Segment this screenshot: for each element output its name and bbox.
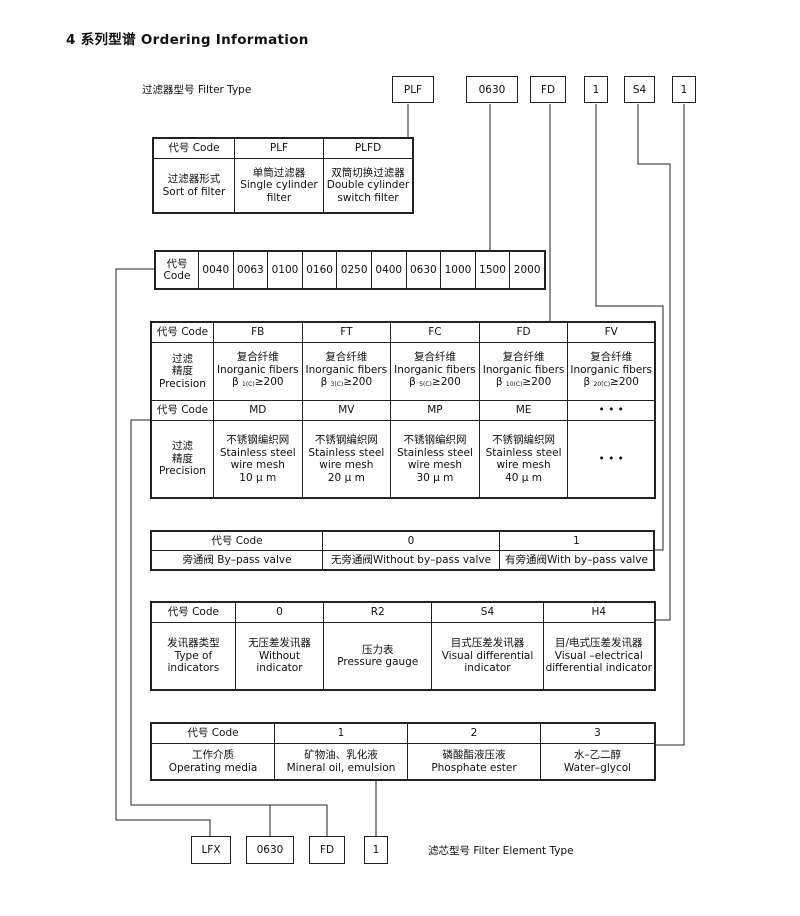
size-cell: 0400 — [370, 251, 407, 289]
bypass-value: 有旁通阀With by–pass valve — [499, 550, 654, 570]
precision-code: FC — [390, 322, 480, 343]
precision-code: MV — [301, 400, 392, 421]
size-cell: 0100 — [267, 251, 303, 289]
precision-code: FD — [478, 322, 569, 343]
size-cell: 0160 — [301, 251, 338, 289]
sort-code-header: 代号 Code — [153, 138, 235, 159]
size-cell: 0630 — [405, 251, 442, 289]
size-cell: 1000 — [440, 251, 476, 289]
size-cell: 0250 — [336, 251, 372, 289]
element-type-label: 滤芯型号 Filter Element Type — [428, 845, 574, 857]
media-code: 1 — [274, 723, 408, 744]
element-code-precision: FD — [309, 836, 345, 864]
precision-code: FV — [567, 322, 655, 343]
indicator-code: H4 — [542, 602, 656, 623]
code-box-media: 1 — [672, 76, 696, 103]
size-cell: 0063 — [232, 251, 269, 289]
code-box-bypass: 1 — [584, 76, 608, 103]
indicator-code: R2 — [323, 602, 433, 623]
filter-type-label: 过滤器型号 Filter Type — [142, 84, 252, 96]
precision-code: FB — [212, 322, 303, 343]
connector-media — [655, 104, 685, 746]
bypass-code: 1 — [499, 531, 654, 551]
indicator-code-header: 代号 Code — [151, 602, 236, 623]
bypass-table: 代号 Code 0 1 旁通阀 By–pass valve 无旁通阀Withou… — [150, 530, 655, 571]
element-code-lfx: LFX — [191, 836, 231, 864]
connector-element-size — [115, 268, 211, 836]
indicator-code: S4 — [431, 602, 544, 623]
connector-indicator — [637, 104, 671, 621]
code-box-plf: PLF — [392, 76, 434, 103]
element-code-size: 0630 — [246, 836, 294, 864]
media-code: 2 — [407, 723, 541, 744]
precision-mesh-more: • • • — [567, 420, 655, 498]
bypass-code: 0 — [322, 531, 500, 551]
bypass-label: 旁通阀 By–pass valve — [151, 550, 323, 570]
bypass-code-header: 代号 Code — [151, 531, 323, 551]
precision-code-header: 代号 Code — [151, 400, 214, 421]
code-box-indicator: S4 — [624, 76, 655, 103]
precision-code: MP — [390, 400, 480, 421]
code-box-precision: FD — [530, 76, 566, 103]
media-code: 3 — [540, 723, 655, 744]
connector-bypass — [595, 104, 664, 551]
size-cell: 2000 — [509, 251, 545, 289]
bypass-value: 无旁通阀Without by–pass valve — [322, 550, 500, 570]
page-title: 4 系列型谱 Ordering Information — [66, 32, 309, 48]
size-cell: 0040 — [198, 251, 234, 289]
media-code-header: 代号 Code — [151, 723, 275, 744]
precision-code: FT — [301, 322, 392, 343]
size-cell: 1500 — [474, 251, 511, 289]
precision-code: • • • — [567, 400, 655, 421]
connector-element-precision-b — [131, 804, 328, 836]
precision-code: MD — [212, 400, 303, 421]
sort-code-plf: PLF — [234, 138, 324, 159]
code-box-size: 0630 — [466, 76, 518, 103]
precision-code-header: 代号 Code — [151, 322, 214, 343]
sort-code-plfd: PLFD — [323, 138, 413, 159]
indicator-code: 0 — [234, 602, 325, 623]
element-code-media: 1 — [364, 836, 388, 864]
precision-code: ME — [478, 400, 569, 421]
